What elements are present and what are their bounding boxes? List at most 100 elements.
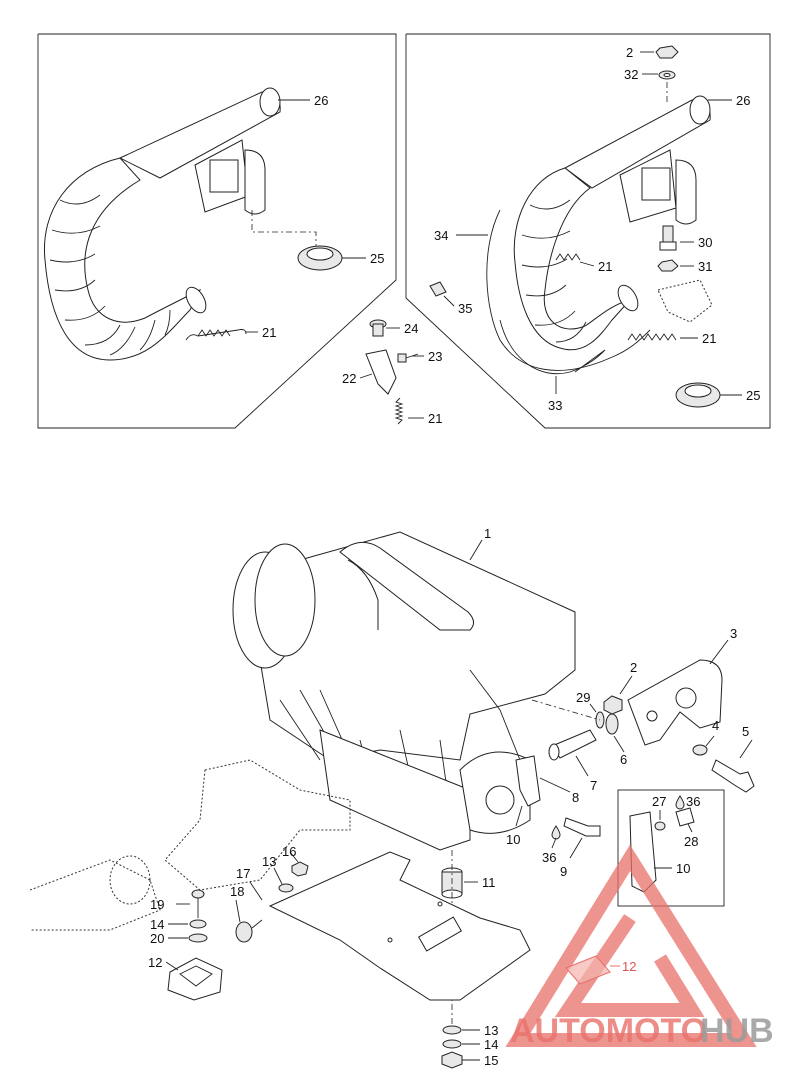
- watermark-text: AUTOMOTO HUB: [510, 1012, 774, 1050]
- exhaust-muffler-left: [118, 87, 281, 215]
- nut-15: [441, 1051, 463, 1069]
- callout-36: 36: [542, 837, 556, 865]
- callout-label: 4: [712, 718, 719, 733]
- top-left-panel: [37, 33, 397, 429]
- exhaust-pipe-right: [513, 167, 639, 351]
- bolt-23: [397, 353, 419, 363]
- callout-label: 19: [150, 897, 164, 912]
- engine-block-1: [232, 531, 576, 851]
- callout-16: 16: [282, 844, 299, 863]
- callout-4: 4: [705, 718, 719, 747]
- washer-6: [605, 713, 619, 735]
- callout-label: 13: [484, 1023, 498, 1038]
- callout-13: 13: [262, 854, 283, 885]
- callout-6: 6: [613, 735, 627, 767]
- callout-label: 15: [484, 1053, 498, 1068]
- callout-24: 24: [386, 321, 418, 336]
- exhaust-muffler-right: [564, 95, 711, 225]
- callout-label: 12: [148, 955, 162, 970]
- callout-label: 14: [484, 1037, 498, 1052]
- callout-label: 10: [676, 861, 690, 876]
- nut-31: [657, 259, 679, 272]
- callout-25-left: 25: [342, 251, 384, 266]
- callout-label: 35: [458, 301, 472, 316]
- callout-28: 28: [684, 823, 698, 849]
- intake-manifold-ghost: [29, 759, 351, 931]
- callout-10-inset: 10: [654, 861, 690, 876]
- washer-32: [658, 70, 676, 80]
- washer-4: [692, 744, 708, 756]
- stud-9: [563, 817, 601, 837]
- callout-31: 31: [680, 259, 712, 274]
- watermark-part-12: [565, 955, 611, 985]
- bolt-5: [711, 759, 755, 793]
- mounting-plate-17: [268, 851, 531, 1001]
- callout-label: 23: [428, 349, 442, 364]
- callout-10: 10: [506, 805, 523, 847]
- callout-label: 26: [736, 93, 750, 108]
- watermark-text-red: AUTOMOTO: [510, 1012, 707, 1050]
- callout-11: 11: [464, 875, 496, 890]
- detail-inset: [617, 789, 725, 907]
- callout-14: 14: [150, 917, 188, 932]
- heat-shield-33: [499, 319, 606, 375]
- washer-20: [188, 933, 208, 943]
- callout-32: 32: [624, 67, 658, 82]
- callout-label: 16: [282, 844, 296, 859]
- callout-label: 32: [624, 67, 638, 82]
- callout-21-right-b: 21: [680, 331, 716, 346]
- callout-label: 21: [598, 259, 612, 274]
- clip-35: [429, 281, 447, 297]
- spring-21-left: [185, 329, 247, 341]
- callout-label: 21: [702, 331, 716, 346]
- nut-2-top: [655, 45, 679, 59]
- callout-21-center: 21: [408, 411, 442, 426]
- engine-mount-12: [167, 957, 223, 1001]
- callout-20: 20: [150, 931, 188, 946]
- callout-label: 3: [730, 626, 737, 641]
- callout-label: 26: [314, 93, 328, 108]
- callout-19: 19: [150, 897, 190, 912]
- callout-5: 5: [739, 724, 753, 759]
- callout-26-right: 26: [708, 93, 750, 108]
- callout-35: 35: [443, 295, 472, 316]
- washer-13: [278, 883, 294, 893]
- nut-16: [291, 861, 309, 877]
- callout-2-top: 2: [626, 45, 654, 60]
- callout-12-watermark: 12: [622, 959, 636, 974]
- callout-label: 6: [620, 752, 627, 767]
- nut-36-drop-icon: [551, 825, 561, 840]
- exhaust-pipe-left: [43, 157, 207, 361]
- callout-2-bottom: 2: [619, 660, 637, 695]
- bolt-19: [191, 889, 205, 918]
- callout-8: 8: [539, 777, 579, 805]
- callout-label: 27: [652, 794, 666, 809]
- watermark-logo: 12: [505, 844, 757, 1047]
- callout-label: 2: [626, 45, 633, 60]
- callout-21-right-a: 21: [579, 259, 612, 274]
- callout-label: 28: [684, 834, 698, 849]
- spring-21-right-upper: [555, 253, 581, 261]
- bracket-22: [365, 349, 397, 395]
- gasket-25-left: [297, 245, 343, 271]
- callout-label: 21: [262, 325, 276, 340]
- callout-label: 8: [572, 790, 579, 805]
- damper-18: [235, 919, 263, 943]
- callout-1: 1: [469, 526, 491, 561]
- callout-label: 11: [482, 875, 496, 890]
- nut-2: [603, 695, 623, 715]
- callout-15: 15: [462, 1053, 498, 1068]
- callout-label: 25: [746, 388, 760, 403]
- callout-label: 30: [698, 235, 712, 250]
- callout-label: 20: [150, 931, 164, 946]
- gasket-25-right: [675, 382, 721, 408]
- callout-25-right: 25: [720, 388, 760, 403]
- callout-label: 10: [506, 832, 520, 847]
- bracket-right: [657, 279, 713, 323]
- callout-36-inset: 36: [686, 794, 700, 809]
- washer-13-lower: [442, 1025, 462, 1035]
- stud-30: [659, 225, 677, 251]
- callout-26-left: 26: [278, 93, 328, 108]
- callout-13-lower: 13: [462, 1023, 498, 1038]
